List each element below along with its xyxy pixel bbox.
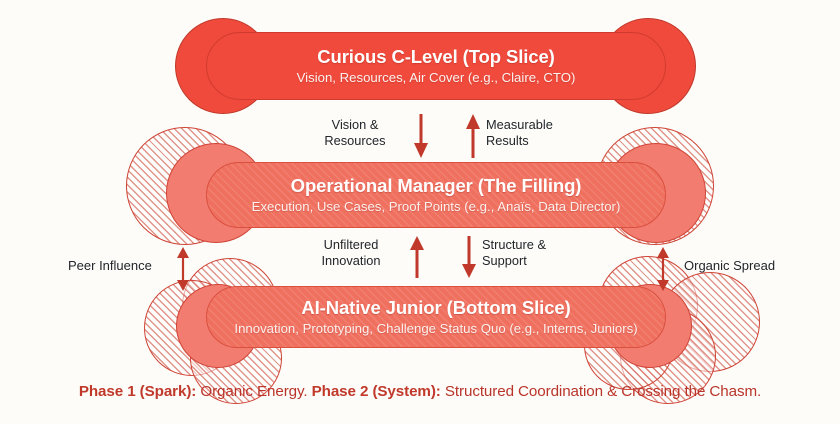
flow-label-vision-resources: Vision & Resources — [324, 117, 386, 148]
caption-phase1-text: Organic Energy. — [196, 383, 312, 400]
layer-subtitle-top: Vision, Resources, Air Cover (e.g., Clai… — [296, 70, 576, 86]
arrow-down-icon — [414, 114, 428, 158]
arrow-up-icon — [410, 236, 424, 278]
flow-label-measurable-results: Measurable Results — [486, 117, 553, 148]
layer-title-top: Curious C-Level (Top Slice) — [317, 45, 555, 67]
arrow-down-icon — [462, 236, 476, 278]
layer-title-bottom: AI-Native Junior (Bottom Slice) — [301, 296, 571, 318]
arrow-double-vertical-icon — [177, 247, 189, 291]
layer-title-middle: Operational Manager (The Filling) — [290, 174, 582, 196]
flow-label-unfiltered-innovation: Unfiltered Innovation — [321, 237, 381, 268]
arrow-up-unfiltered-innovation — [406, 234, 428, 285]
flow-label-structure-support: Structure & Support — [482, 237, 547, 268]
caption-phase2-label: Phase 2 (System): — [311, 383, 441, 400]
arrow-down-vision-resources — [410, 112, 432, 165]
arrow-bidirectional-organic-spread — [652, 246, 674, 297]
caption: Phase 1 (Spark): Organic Energy. Phase 2… — [0, 383, 840, 400]
layer-bar-bottom[interactable]: AI-Native Junior (Bottom Slice) Innovati… — [206, 286, 666, 348]
arrow-bidirectional-peer-influence — [172, 246, 194, 297]
caption-phase2-text: Structured Coordination & Crossing the C… — [440, 383, 762, 400]
side-label-organic-spread: Organic Spread — [684, 258, 776, 273]
caption-phase1-label: Phase 1 (Spark): — [78, 383, 197, 400]
arrow-down-structure-support — [458, 234, 480, 285]
arrow-up-icon — [466, 114, 480, 158]
layer-subtitle-bottom: Innovation, Prototyping, Challenge Statu… — [234, 321, 638, 337]
layer-bar-middle[interactable]: Operational Manager (The Filling) Execut… — [206, 162, 666, 228]
layer-subtitle-middle: Execution, Use Cases, Proof Points (e.g.… — [251, 199, 621, 215]
arrow-up-measurable-results — [462, 112, 484, 165]
layer-bar-top[interactable]: Curious C-Level (Top Slice) Vision, Reso… — [206, 32, 666, 100]
side-label-peer-influence: Peer Influence — [68, 258, 152, 273]
arrow-double-vertical-icon — [657, 247, 669, 291]
